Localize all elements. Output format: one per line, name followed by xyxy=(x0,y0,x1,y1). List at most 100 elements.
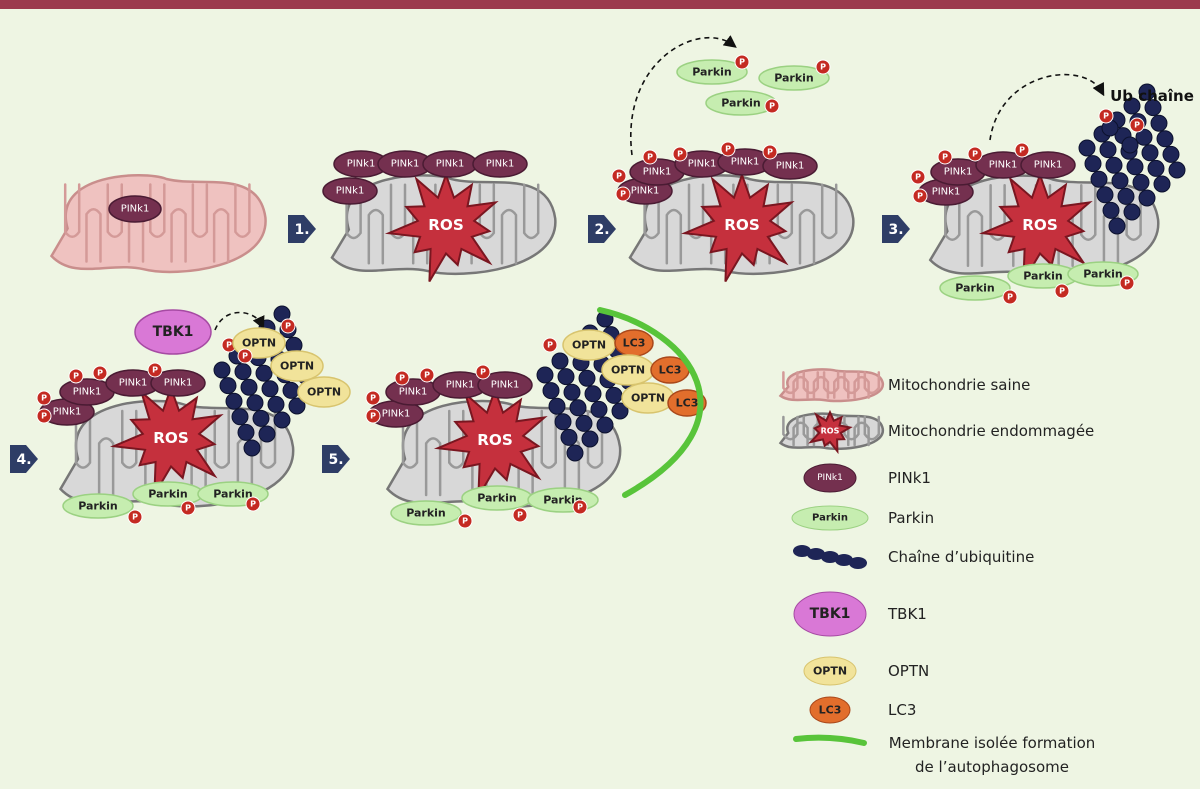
phospho-label: P xyxy=(942,153,948,162)
phospho-dot xyxy=(1129,117,1145,133)
ros-star xyxy=(433,386,548,498)
phospho-label: P xyxy=(132,513,138,522)
ubiquitin-bead xyxy=(1117,187,1135,205)
ubiquitin-bead xyxy=(231,408,249,426)
ros-label: ROS xyxy=(477,431,513,449)
phospho-label: P xyxy=(616,172,622,181)
phospho-label: P xyxy=(41,412,47,421)
phospho-label: P xyxy=(769,102,775,111)
phospho-label: P xyxy=(767,148,773,157)
phospho-dot xyxy=(611,168,627,184)
ubiquitin-icon xyxy=(849,557,867,569)
phospho-dot xyxy=(642,149,658,165)
pink1-protein xyxy=(472,150,528,178)
ubiquitin-bead xyxy=(1162,145,1180,163)
parkin-label: Parkin xyxy=(213,488,253,501)
ubiquitin-bead xyxy=(1168,161,1186,179)
crista xyxy=(586,409,604,469)
crista xyxy=(782,371,799,395)
ubiquitin-bead xyxy=(267,395,285,413)
ubiquitin-bead xyxy=(1099,141,1117,159)
healthy-mito-body xyxy=(49,174,267,274)
crista xyxy=(259,409,277,469)
crista xyxy=(1080,184,1097,241)
phospho-label: P xyxy=(1134,121,1140,130)
phospho-dot xyxy=(245,496,261,512)
autophagosome-membrane xyxy=(597,307,704,498)
phospho-dot xyxy=(475,364,491,380)
ros-label: ROS xyxy=(428,216,464,234)
crista xyxy=(74,409,92,469)
ubiquitin-bead xyxy=(237,423,255,441)
legend-text-2: de l’autophagosome xyxy=(915,758,1069,776)
outer-membrane xyxy=(49,174,267,274)
phospho-label: P xyxy=(250,500,256,509)
ubiquitin-bead xyxy=(542,382,560,400)
tbk1-protein xyxy=(134,309,212,355)
dashed-arrow xyxy=(629,35,737,156)
ubiquitin-bead xyxy=(1150,114,1168,132)
crista xyxy=(863,415,881,441)
ros-star xyxy=(978,171,1093,283)
ubiquitin-bead xyxy=(536,366,554,384)
phospho-label: P xyxy=(152,366,158,375)
crista xyxy=(820,183,838,240)
ubiquitin-bead xyxy=(566,444,584,462)
step-arrow-icon xyxy=(10,445,38,473)
ubiquitin-bead xyxy=(1126,158,1144,176)
phospho-label: P xyxy=(972,150,978,159)
phospho-dot xyxy=(1098,108,1114,124)
ubiquitin-bead xyxy=(273,411,291,429)
ubiquitin-icon xyxy=(821,551,839,563)
ubiquitin-bead xyxy=(1123,203,1141,221)
ubiquitin-bead xyxy=(246,394,264,412)
pink1-label: PINk1 xyxy=(944,167,973,178)
ubiquitin-bead xyxy=(219,377,237,395)
crista xyxy=(863,371,881,395)
step-number: 1. xyxy=(294,222,309,238)
phospho-dot xyxy=(365,390,381,406)
parkin-label: Parkin xyxy=(477,492,517,505)
phospho-dot xyxy=(967,146,983,162)
legend-text: LC3 xyxy=(888,701,916,719)
phospho-dot xyxy=(36,390,52,406)
legend-text: Parkin xyxy=(888,509,934,527)
parkin-label: Parkin xyxy=(721,97,761,110)
optn-label: OPTN xyxy=(280,360,314,373)
parkin-label: Parkin xyxy=(774,72,814,85)
crista xyxy=(843,415,860,441)
legend-text: OPTN xyxy=(888,662,929,680)
parkin-protein xyxy=(62,493,134,519)
parkin-label: Parkin xyxy=(406,507,446,520)
ubiquitin-bead xyxy=(1102,201,1120,219)
pink1-protein xyxy=(150,369,206,397)
pink1-label: PINk1 xyxy=(643,167,672,178)
ros-icon xyxy=(808,409,853,455)
top-bar xyxy=(0,0,1200,9)
tbk1-icon-label: TBK1 xyxy=(810,606,851,622)
crista xyxy=(540,409,557,469)
phospho-label: P xyxy=(424,371,430,380)
parkin-label: Parkin xyxy=(1023,270,1063,283)
phospho-dot xyxy=(394,370,410,386)
step-arrow-icon xyxy=(882,215,910,243)
phospho-dot xyxy=(912,188,928,204)
phospho-dot xyxy=(127,509,143,525)
legend-text: Chaîne d’ubiquitine xyxy=(888,548,1034,566)
parkin-label: Parkin xyxy=(543,494,583,507)
phospho-dot xyxy=(147,362,163,378)
parkin-label: Parkin xyxy=(955,282,995,295)
pink1-label: PINk1 xyxy=(688,159,717,170)
lc3-icon xyxy=(809,696,851,724)
parkin-protein xyxy=(390,500,462,526)
phospho-label: P xyxy=(285,322,291,331)
phospho-dot xyxy=(36,408,52,424)
membrane-icon xyxy=(793,734,867,746)
crista xyxy=(522,183,540,240)
ubiquitin-icon xyxy=(793,545,811,557)
phospho-label: P xyxy=(480,368,486,377)
phospho-label: P xyxy=(577,503,583,512)
ubiquitin-bead xyxy=(569,399,587,417)
legend-text: TBK1 xyxy=(887,605,927,623)
